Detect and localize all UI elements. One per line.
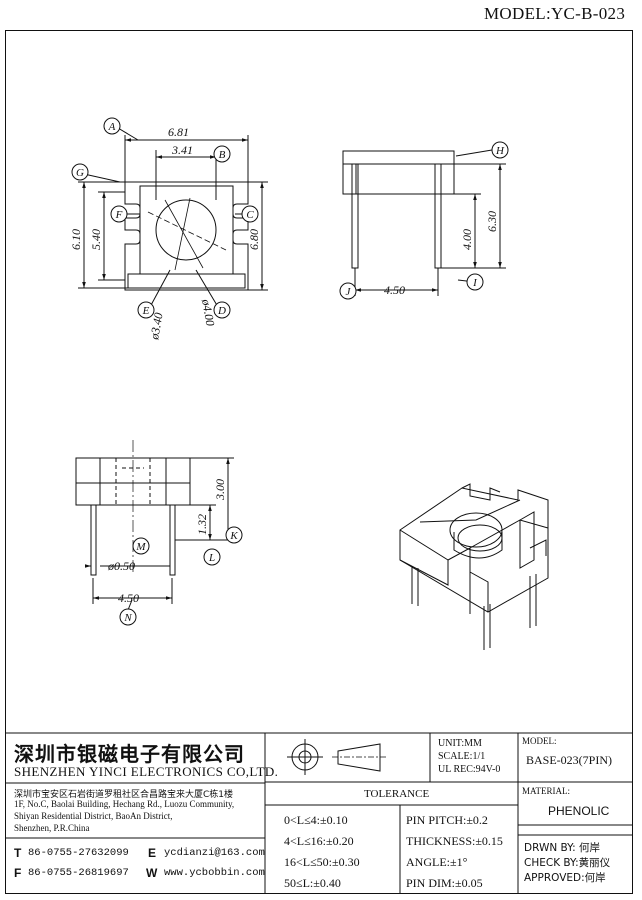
model-value: BASE-023(7PIN) [526, 753, 612, 767]
address-en-2: Shiyan Residential District, BaoAn Distr… [14, 811, 173, 821]
signatures: DRWN BY: 何岸 CHECK BY:黄丽仪 APPROVED:何岸 [524, 841, 610, 886]
material-value: PHENOLIC [548, 804, 610, 818]
web-value: www.ycbobbin.com [164, 867, 265, 879]
dimension-labels: 6.81 3.41 6.10 5.40 6.80 ø3.40 ø4.00 6.3… [69, 125, 499, 605]
tel-value: 86-0755-27632099 [28, 847, 129, 859]
dim-label: 6.10 [69, 229, 83, 250]
address-cn: 深圳市宝安区石岩街道罗租社区合昌路宝来大厦C栋1楼 [14, 790, 234, 800]
drawing-border [5, 30, 633, 894]
balloon-c [241, 205, 259, 223]
side-view [342, 149, 506, 296]
ul-rec: UL REC:94V-0 [438, 764, 501, 775]
balloon-letter: I [472, 277, 478, 289]
tol-row: 16<L≤50:±0.30 [284, 855, 360, 869]
web-key: W [146, 866, 158, 880]
balloon-d [213, 301, 231, 319]
email-value: ycdianzi@163.com [164, 847, 265, 859]
address-en-1: 1F, No.C, Baolai Building, Hechang Rd., … [14, 799, 235, 809]
company-name-en: SHENZHEN YINCI ELECTRONICS CO,LTD. [14, 764, 279, 779]
email-key: E [148, 846, 157, 860]
address-en-3: Shenzhen, P.R.China [14, 823, 90, 833]
model-label: MODEL: [522, 736, 557, 746]
balloon-b [213, 145, 231, 163]
balloon-letters: A B C D E F G H I J K L M N [76, 121, 505, 624]
dim-label: 3.41 [171, 143, 193, 157]
company-name-cn: 深圳市银磁电子有限公司 [14, 742, 245, 766]
unit: UNIT:MM [438, 738, 482, 749]
balloon-f [110, 205, 128, 223]
top-view [78, 127, 268, 308]
isometric-view [399, 483, 549, 650]
balloon-letter: N [123, 612, 132, 624]
scale: SCALE:1/1 [438, 751, 486, 762]
unit-block: UNIT:MM SCALE:1/1 UL REC:94V-0 [438, 737, 500, 776]
model-header: MODEL:YC-B-023 [484, 4, 626, 23]
balloon-m [132, 537, 150, 555]
dim-label: 1.32 [195, 514, 209, 535]
balloon-g [71, 163, 89, 181]
tol-right-row: THICKNESS:±0.15 [406, 834, 503, 848]
dim-label: 6.81 [168, 125, 189, 139]
tolerance-title: TOLERANCE [364, 788, 430, 800]
dim-label: 4.50 [384, 283, 405, 297]
dim-label: 3.00 [213, 479, 227, 501]
tel-key: T [14, 846, 22, 860]
tol-right-row: PIN DIM:±0.05 [406, 876, 483, 890]
balloon-letter: J [346, 286, 352, 298]
fax-key: F [14, 866, 22, 880]
check-by: CHECK BY:黄丽仪 [524, 857, 611, 869]
balloon-letter: H [495, 145, 505, 157]
dim-label: 6.80 [247, 229, 261, 250]
balloon-k [225, 526, 243, 544]
dim-label: ø3.40 [147, 312, 166, 342]
balloon-n [119, 608, 137, 626]
balloon-letter: C [246, 209, 254, 221]
balloon-letter: B [219, 149, 226, 161]
tol-row: 4<L≤16:±0.20 [284, 834, 354, 848]
drawn-by: DRWN BY: 何岸 [524, 842, 601, 854]
tolerance-left: 0<L≤4:±0.10 4<L≤16:±0.20 16<L≤50:±0.30 5… [284, 810, 360, 894]
balloon-l [203, 548, 221, 566]
tol-right-row: ANGLE:±1° [406, 855, 468, 869]
dim-label: 4.50 [118, 591, 139, 605]
tolerance-right: PIN PITCH:±0.2 THICKNESS:±0.15 ANGLE:±1°… [406, 810, 503, 894]
balloon-i [466, 273, 484, 291]
approved-by: APPROVED:何岸 [524, 872, 606, 884]
title-block-lines [6, 732, 633, 894]
material-label: MATERIAL: [522, 786, 570, 796]
balloon-letter: L [208, 552, 215, 564]
balloon-letter: K [229, 530, 238, 542]
balloon-e [137, 301, 155, 319]
tol-right-row: PIN PITCH:±0.2 [406, 813, 488, 827]
balloon-j [339, 282, 357, 300]
balloon-letter: D [217, 305, 226, 317]
front-view [75, 440, 234, 611]
balloons [71, 117, 509, 626]
balloon-a [103, 117, 121, 135]
balloon-letter: F [115, 209, 123, 221]
dim-label: 5.40 [89, 229, 103, 250]
balloon-letter: M [135, 541, 146, 553]
dim-label: 4.00 [460, 229, 474, 250]
balloon-letter: E [142, 305, 150, 317]
balloon-letter: G [76, 167, 84, 179]
tol-row: 50≤L:±0.40 [284, 876, 341, 890]
fax-value: 86-0755-26819697 [28, 867, 129, 879]
dim-label: ø4.00 [199, 297, 218, 327]
balloon-h [491, 141, 509, 159]
balloon-letter: A [108, 121, 116, 133]
tol-row: 0<L≤4:±0.10 [284, 813, 348, 827]
dim-label: ø0.50 [107, 559, 135, 573]
dim-label: 6.30 [485, 211, 499, 232]
